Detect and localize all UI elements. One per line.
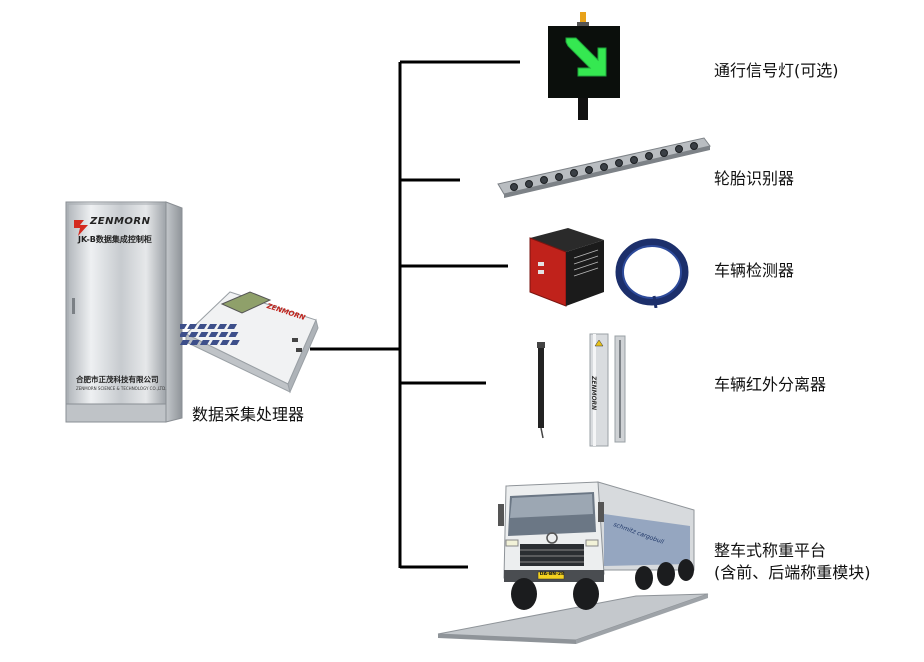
vehicle-detector-box [524,226,608,310]
infrared-separator-label: 车辆红外分离器 [714,375,827,394]
infrared-emitter-column: ZENMORN [586,332,612,448]
platform-label-line2: (含前、后端称重模块) [714,563,871,582]
platform-label-line1: 整车式称重平台 [714,541,827,560]
processor-label: 数据采集处理器 [192,405,305,424]
infrared-sensor-rod [530,342,552,440]
control-cabinet: ZENMORN JK-B数据集成控制柜 合肥市正茂科技有限公司 ZENMORN … [64,198,184,426]
traffic-signal-light [546,10,622,122]
tire-recognizer-label: 轮胎识别器 [714,169,795,188]
infrared-brand: ZENMORN [590,376,597,411]
cabinet-company-cn: 合肥市正茂科技有限公司 [76,375,159,384]
cabinet-model: JK-B数据集成控制柜 [78,235,152,244]
infrared-receiver-column [612,334,628,444]
signal-label: 通行信号灯(可选) [714,61,839,80]
cabinet-brand: ZENMORN [90,216,151,227]
cabinet-company-en: ZENMORN SCIENCE & TECHNOLOGY CO.,LTD. [76,386,167,391]
loop-cable-coil [614,236,692,309]
data-processor: ZENMORN [177,286,320,396]
weighing-platform [436,582,712,644]
truck-plate: DA-BN-28 [539,572,565,577]
tire-recognizer [496,134,712,200]
vehicle-detector-label: 车辆检测器 [714,261,795,280]
truck: DA-BN-28 schmitz cargobull [494,474,700,622]
